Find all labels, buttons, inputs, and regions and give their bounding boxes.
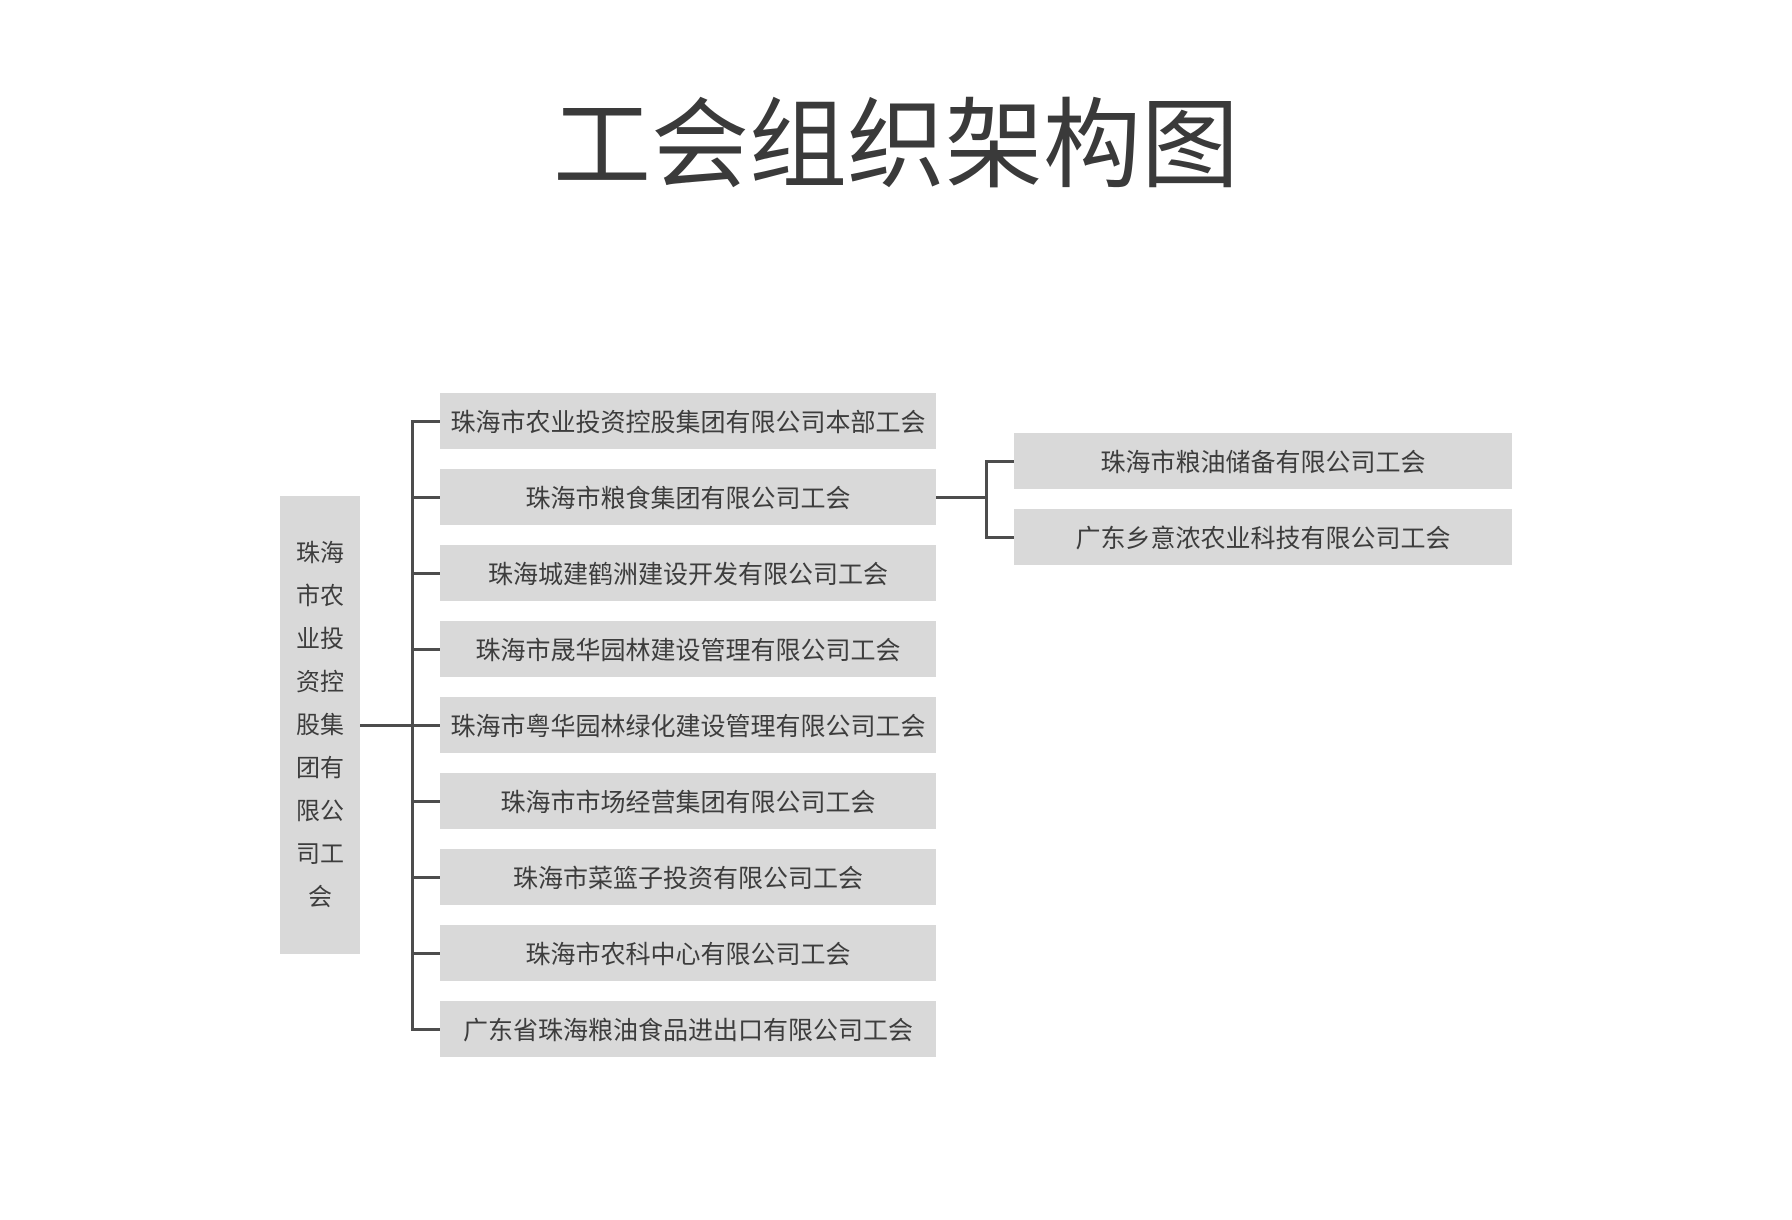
child-stub-line xyxy=(410,951,441,955)
root-connector-line xyxy=(360,723,412,727)
org-node-grandchild[interactable]: 珠海市粮油储备有限公司工会 xyxy=(1014,433,1512,489)
grandchild-stub-line xyxy=(984,535,1014,539)
org-node-child[interactable]: 广东省珠海粮油食品进出口有限公司工会 xyxy=(440,1001,936,1057)
org-node-child[interactable]: 珠海城建鹤洲建设开发有限公司工会 xyxy=(440,545,936,601)
child-stub-line xyxy=(410,799,441,803)
org-node-root[interactable]: 珠海市农业投资控股集团有限公司工会 xyxy=(280,496,360,954)
org-node-child[interactable]: 珠海市农科中心有限公司工会 xyxy=(440,925,936,981)
child-stub-line xyxy=(410,495,441,499)
org-node-child[interactable]: 珠海市粮食集团有限公司工会 xyxy=(440,469,936,525)
org-node-root-label: 珠海市农业投资控股集团有限公司工会 xyxy=(296,539,344,911)
grandchild-branch-line xyxy=(936,495,987,499)
child-stub-line xyxy=(410,723,441,727)
org-node-child[interactable]: 珠海市市场经营集团有限公司工会 xyxy=(440,773,936,829)
org-node-grandchild[interactable]: 广东乡意浓农业科技有限公司工会 xyxy=(1014,509,1512,565)
grandchild-stub-line xyxy=(984,459,1014,463)
child-stub-line xyxy=(410,875,441,879)
child-stub-line xyxy=(410,647,441,651)
child-stub-line xyxy=(410,1027,441,1031)
org-node-child[interactable]: 珠海市晟华园林建设管理有限公司工会 xyxy=(440,621,936,677)
children-column: 珠海市农业投资控股集团有限公司本部工会 珠海市粮食集团有限公司工会 珠海城建鹤洲… xyxy=(440,393,936,1057)
grandchild-branch-line xyxy=(984,459,988,539)
child-stub-line xyxy=(410,419,441,423)
org-node-child[interactable]: 珠海市农业投资控股集团有限公司本部工会 xyxy=(440,393,936,449)
org-node-child[interactable]: 珠海市粤华园林绿化建设管理有限公司工会 xyxy=(440,697,936,753)
chart-title: 工会组织架构图 xyxy=(552,90,1239,200)
child-stub-line xyxy=(410,571,441,575)
org-node-child[interactable]: 珠海市菜篮子投资有限公司工会 xyxy=(440,849,936,905)
